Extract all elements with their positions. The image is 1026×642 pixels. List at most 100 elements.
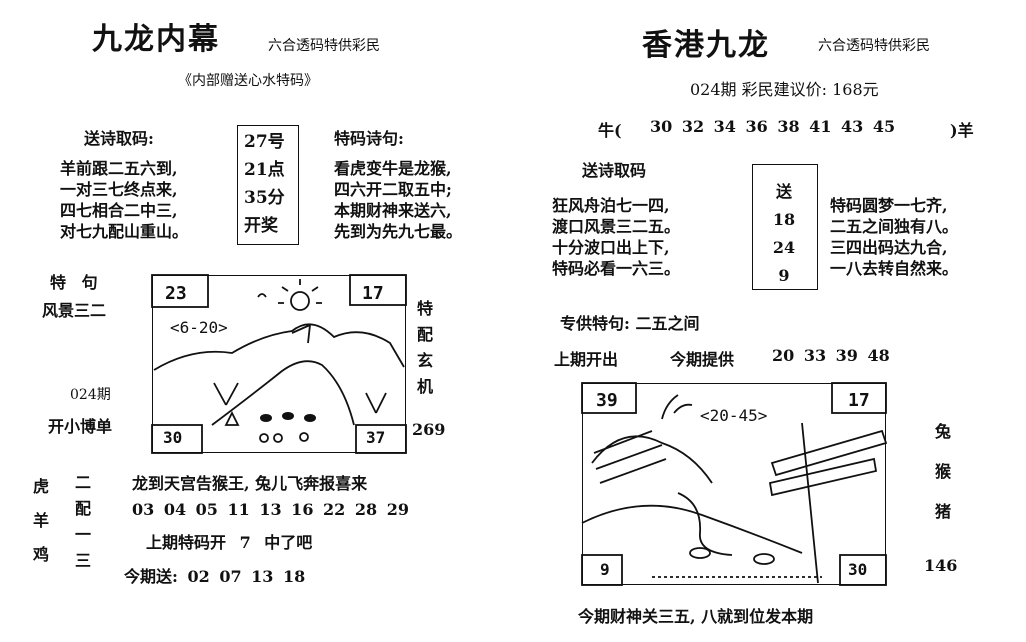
left-open-note: 开小博单 [48, 417, 113, 436]
left-side-number: 269 [412, 420, 446, 439]
sketch-corner-bl: 30 [163, 428, 183, 447]
send-box-content: 送 18 24 9 [770, 178, 798, 290]
sketch-corner-box-bl [581, 554, 623, 586]
sketch-corner-box-bl [151, 424, 203, 454]
signpost-pole [801, 422, 819, 584]
pairing-column: 二 配 一 三 [72, 470, 94, 574]
sketch-corner-bl: 9 [600, 560, 610, 579]
left-poem-a-line: 对七九配山重山。 [60, 222, 189, 241]
sketch-corner-box-br [355, 424, 407, 454]
sketch-corner-tl: 39 [596, 390, 618, 411]
right-provide-numbers: 20 33 39 48 [772, 346, 890, 365]
right-this-provide: 今期提供 [670, 350, 735, 369]
right-poem-a-heading: 送诗取码 [582, 161, 647, 180]
right-special-phrase: 专供特句: 二五之间 [560, 314, 700, 333]
zodiac-char: 猪 [934, 502, 951, 521]
left-sketch-frame [152, 275, 406, 453]
side-vertical-label: 特 配 玄 机 [414, 296, 436, 400]
sketch-corner-box-br [839, 554, 887, 586]
left-last-issue: 上期特码开 7 中了吧 [146, 533, 313, 552]
right-poem-b-line: 三四出码达九合, [830, 238, 948, 257]
left-poem-b-line: 四六开二取五中; [334, 180, 452, 199]
right-poem-a: 狂风舟泊七一四, 渡口风景三二五。 十分波口出上下, 特码必看一六三。 [552, 195, 680, 279]
right-poem-a-line: 特码必看一六三。 [552, 259, 681, 278]
right-last-open: 上期开出 [554, 350, 619, 369]
sketch-corner-box-tr [831, 382, 887, 414]
sketch-corner-br: 30 [848, 560, 868, 579]
left-poem-b-line: 看虎变牛是龙猴, [334, 159, 452, 178]
left-draw-time: 27号 21点 35分 开奖 [244, 128, 285, 240]
side-char: 玄 [416, 351, 433, 370]
ox-label: 牛( [598, 121, 622, 140]
sun-rays [278, 279, 322, 304]
draw-box-line: 35分 [244, 188, 285, 208]
left-poem-line: 龙到天宫告猴王, 兔儿飞奔报喜来 [132, 474, 368, 493]
pairing-char: 二 [74, 473, 91, 492]
side-char: 配 [416, 325, 433, 344]
ground-curve [581, 504, 803, 554]
right-issue-line: 024期 彩民建议价: 168元 [690, 80, 879, 99]
side-char: 特 [416, 299, 433, 318]
pairing-char: 三 [74, 551, 91, 570]
sketch-corner-box-tl [151, 274, 209, 308]
stone-mark [689, 547, 711, 559]
pairing-char: 配 [74, 499, 91, 518]
zodiac-char: 鸡 [32, 545, 49, 564]
left-poem-a-line: 一对三七终点来, [60, 180, 178, 199]
left-poem-a-heading: 送诗取码: [84, 129, 154, 148]
left-subtitle: 六合透码特供彩民 [268, 38, 380, 54]
side-char: 机 [416, 377, 433, 396]
arrow-down-right [365, 392, 387, 414]
stone-mark [753, 553, 775, 565]
zodiac-char: 兔 [934, 422, 951, 441]
ox-numbers: 30 32 34 36 38 41 43 45 [650, 117, 896, 136]
signpost-board-upper [770, 429, 888, 477]
left-poem-a-line: 羊前跟二五六到, [60, 159, 178, 178]
right-poem-b-line: 二五之间独有八。 [830, 217, 959, 236]
hill-curve [677, 492, 733, 556]
right-poem-a-line: 渡口风景三二五。 [552, 217, 681, 236]
sketch-corner-box-tl [581, 382, 637, 414]
signpost-board-lower [768, 457, 878, 497]
left-poem-b: 看虎变牛是龙猴, 四六开二取五中; 本期财神来送六, 先到为先九七最。 [334, 158, 462, 242]
draw-box-line: 21点 [244, 160, 285, 180]
zodiac-char: 猴 [934, 462, 951, 481]
pairing-char: 一 [74, 525, 91, 544]
left-poem-a-line: 四七相合二中三, [60, 201, 178, 220]
left-tagline: 《内部赠送心水特码》 [178, 73, 318, 89]
left-poem-b-line: 本期财神来送六, [334, 201, 452, 220]
left-poem-a: 羊前跟二五六到, 一对三七终点来, 四七相合二中三, 对七九配山重山。 [60, 158, 188, 242]
peak-flag [291, 323, 312, 344]
draw-box-line: 开奖 [244, 216, 278, 236]
right-poem-b-line: 一八去转自然来。 [830, 259, 959, 278]
special-phrase-label: 特 句 [50, 273, 98, 292]
draw-box-line: 27号 [244, 132, 285, 152]
zodiac-column: 虎 羊 鸡 [30, 470, 52, 572]
triangle-mark [224, 410, 240, 426]
sketch-range: <6-20> [170, 318, 228, 337]
send-box-line: 24 [772, 238, 796, 257]
send-box-line: 送 [775, 182, 792, 201]
right-sketch-frame [582, 383, 886, 585]
left-title: 九龙内幕 [92, 22, 220, 57]
right-poem-b-line: 特码圆梦一七齐, [830, 196, 948, 215]
sketch-corner-tl: 23 [165, 283, 187, 304]
sketch-range: <20-45> [700, 406, 768, 425]
zodiac-char: 虎 [32, 477, 49, 496]
left-numbers-line: 03 04 05 11 13 16 22 28 29 [132, 500, 409, 519]
right-footer: 今期财神关三五, 八就到位发本期 [578, 607, 814, 626]
left-draw-time-box [237, 125, 299, 245]
left-sketch-drawing [151, 274, 407, 454]
sketch-corner-tr: 17 [848, 390, 870, 411]
right-poem-a-line: 狂风舟泊七一四, [552, 196, 670, 215]
left-poem-b-line: 先到为先九七最。 [334, 222, 463, 241]
sketch-corner-tr: 17 [362, 283, 384, 304]
branch-mark [661, 394, 693, 420]
left-poem-b-heading: 特码诗句: [334, 129, 404, 148]
zodiac-char: 羊 [32, 511, 49, 530]
sketch-corner-box-tr [349, 274, 407, 306]
arrow-down-left [213, 382, 239, 406]
special-phrase: 风景三二 [42, 301, 107, 320]
right-subtitle: 六合透码特供彩民 [818, 38, 930, 54]
sun-icon [290, 291, 310, 311]
